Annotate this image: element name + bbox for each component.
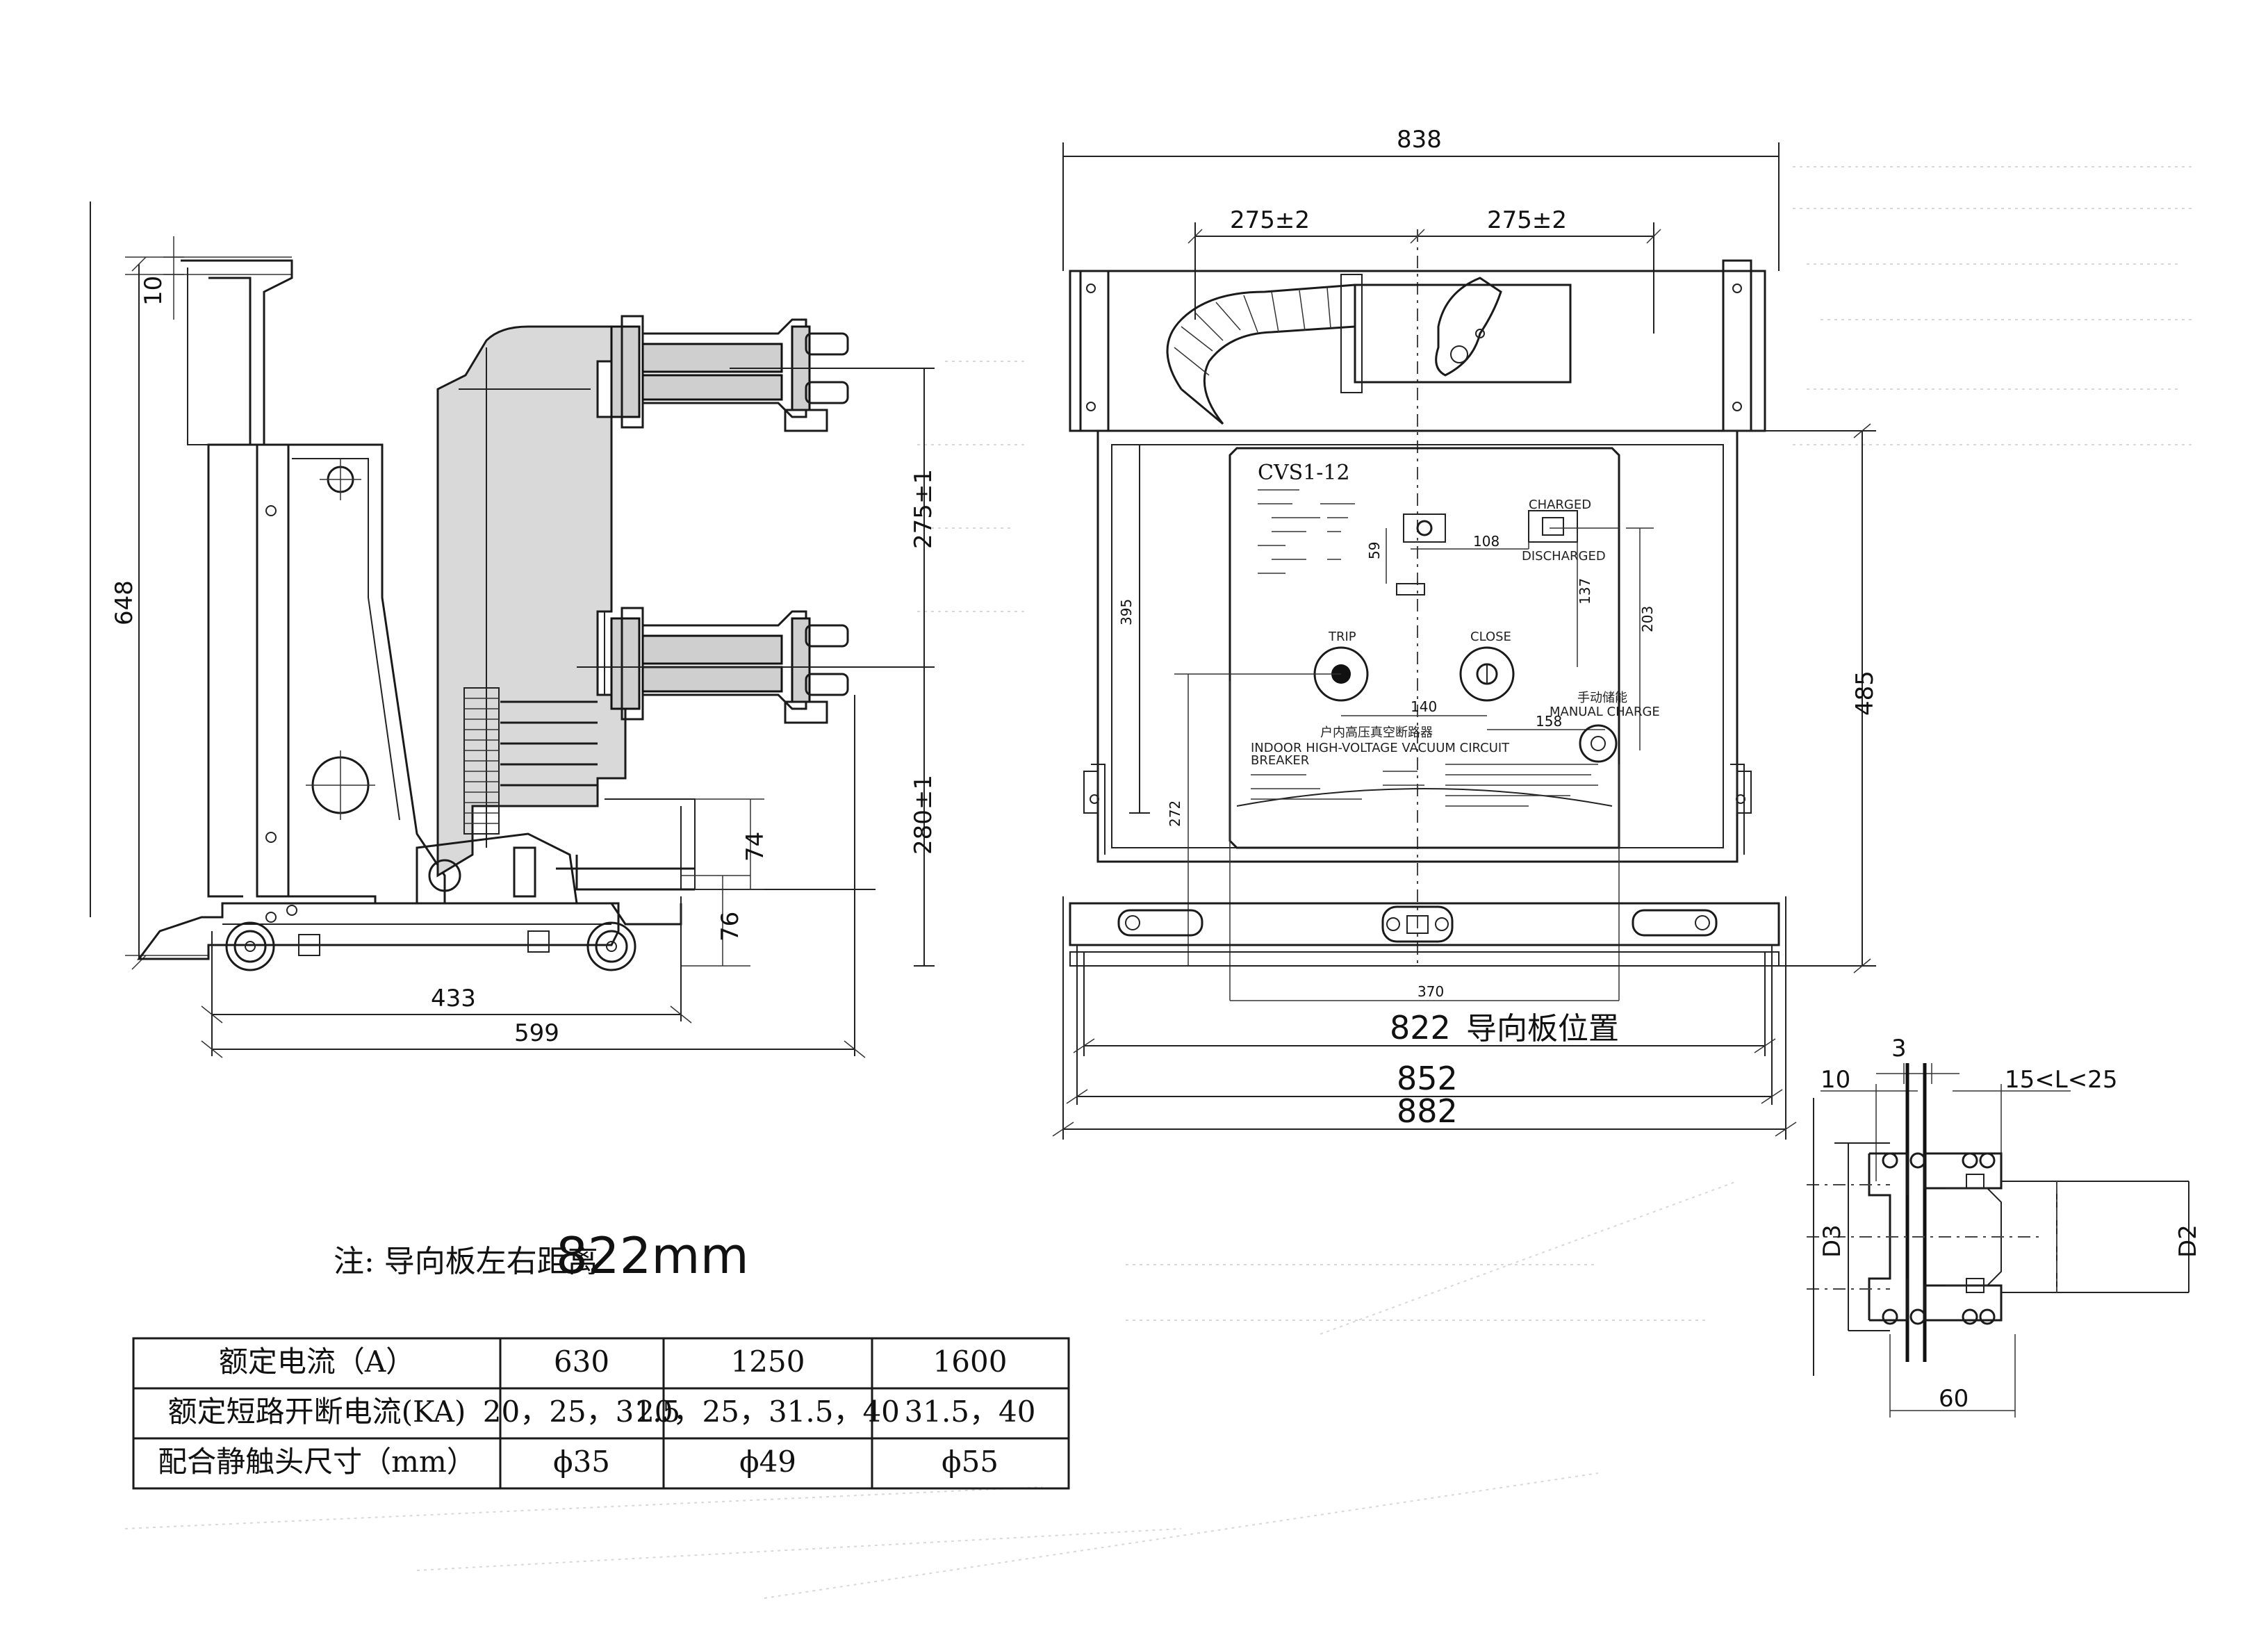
bellows: [463, 687, 598, 835]
dim-D3: D3: [1818, 1224, 1846, 1258]
dim-74: 74: [741, 832, 769, 862]
dim-10-detail: 10: [1821, 1066, 1850, 1094]
nameplate: CVS1-12 CHARGED DISCHARGED 108 59 137 20…: [1228, 447, 1660, 849]
cell-contact-1600: ϕ55: [942, 1445, 999, 1479]
carriage-handle-left: [1117, 909, 1203, 937]
dim-275-right: 275±2: [1487, 206, 1567, 234]
dim-108: 108: [1473, 533, 1499, 550]
cell-630: 630: [554, 1345, 609, 1379]
dim-275-side: 275±1: [910, 469, 937, 549]
side-view: 10 648: [90, 202, 937, 1058]
front-view: 838 275±2 275±2: [1052, 126, 1879, 1140]
spec-table: 额定电流（A） 630 1250 1600 额定短路开断电流(KA) 20，25…: [132, 1337, 1070, 1490]
cell-contact-1250: ϕ49: [739, 1445, 796, 1479]
upper-terminal: [610, 315, 849, 432]
label-close: CLOSE: [1470, 630, 1511, 644]
label-manual-cn: 手动储能: [1577, 691, 1627, 705]
dim-76: 76: [716, 912, 744, 942]
background-construction-lines: [124, 166, 2196, 1599]
dim-140: 140: [1411, 698, 1437, 715]
wheel-front: [586, 921, 636, 971]
dim-280-side: 280±1: [910, 775, 937, 855]
note-prefix: 注: 导向板左右距离: [334, 1244, 598, 1279]
cell-breaking-630: 20，25，31.5: [483, 1395, 680, 1429]
dim-275-left: 275±2: [1230, 206, 1310, 234]
dim-203: 203: [1639, 606, 1656, 632]
carriage-interlock: [1381, 905, 1454, 943]
cell-contact-630: ϕ35: [553, 1445, 610, 1479]
label-manual-charge: MANUAL CHARGE: [1550, 705, 1660, 719]
note: 注: 导向板左右距离 822mm: [334, 1226, 749, 1285]
dim-272: 272: [1167, 800, 1183, 827]
dim-822: 822: [1390, 1009, 1451, 1046]
dim-137: 137: [1577, 578, 1593, 605]
dim-648: 648: [110, 580, 138, 625]
row-breaking-current-label: 额定短路开断电流(KA): [168, 1395, 466, 1429]
carriage-handle-right: [1632, 909, 1718, 937]
dim-433: 433: [431, 985, 476, 1012]
label-trip: TRIP: [1328, 630, 1356, 644]
mounting-hole-upper: [320, 459, 361, 500]
row-contact-size-label: 配合静触头尺寸（mm）: [158, 1445, 476, 1479]
manual-charge-socket: [1579, 724, 1618, 763]
dim-D2: D2: [2174, 1224, 2202, 1258]
dim-158: 158: [1536, 713, 1562, 730]
label-breaker-en2: BREAKER: [1251, 753, 1309, 768]
cell-breaking-1250: 20，25，31.5，40: [636, 1395, 900, 1429]
label-breaker-en: INDOOR HIGH-VOLTAGE VACUUM CIRCUIT: [1251, 741, 1510, 755]
dim-599: 599: [514, 1019, 559, 1047]
dim-395: 395: [1118, 599, 1135, 625]
dim-59: 59: [1366, 542, 1383, 559]
cell-breaking-1600: 31.5，40: [905, 1395, 1036, 1429]
label-discharged: DISCHARGED: [1522, 549, 1606, 564]
dim-range: 15<L<25: [2005, 1066, 2117, 1094]
dim-60-detail: 60: [1939, 1385, 1969, 1413]
cell-1250: 1250: [731, 1345, 805, 1379]
dim-3-detail: 3: [1891, 1035, 1907, 1062]
dim-838: 838: [1397, 126, 1442, 154]
detail-view: 3 10 15<L<25 D3 D2 60: [1807, 1035, 2202, 1418]
label-charged: CHARGED: [1529, 498, 1591, 512]
dim-485: 485: [1851, 671, 1879, 716]
dim-852: 852: [1397, 1060, 1458, 1097]
mounting-hole-lower: [306, 750, 375, 820]
close-button: [1459, 646, 1515, 702]
label-breaker-cn: 户内高压真空断路器: [1320, 725, 1433, 740]
cell-1600: 1600: [933, 1345, 1008, 1379]
dim-882: 882: [1397, 1092, 1458, 1130]
guide-plate-label: 导向板位置: [1466, 1011, 1619, 1046]
dim-10-side: 10: [140, 276, 167, 306]
row-rated-current-label: 额定电流（A）: [219, 1345, 415, 1379]
note-value: 822mm: [556, 1226, 749, 1285]
wheel-rear: [225, 921, 275, 971]
dim-370: 370: [1418, 983, 1444, 1000]
nameplate-model: CVS1-12: [1258, 461, 1350, 485]
flexible-cable: [1166, 284, 1356, 425]
lower-terminal: [610, 607, 849, 724]
